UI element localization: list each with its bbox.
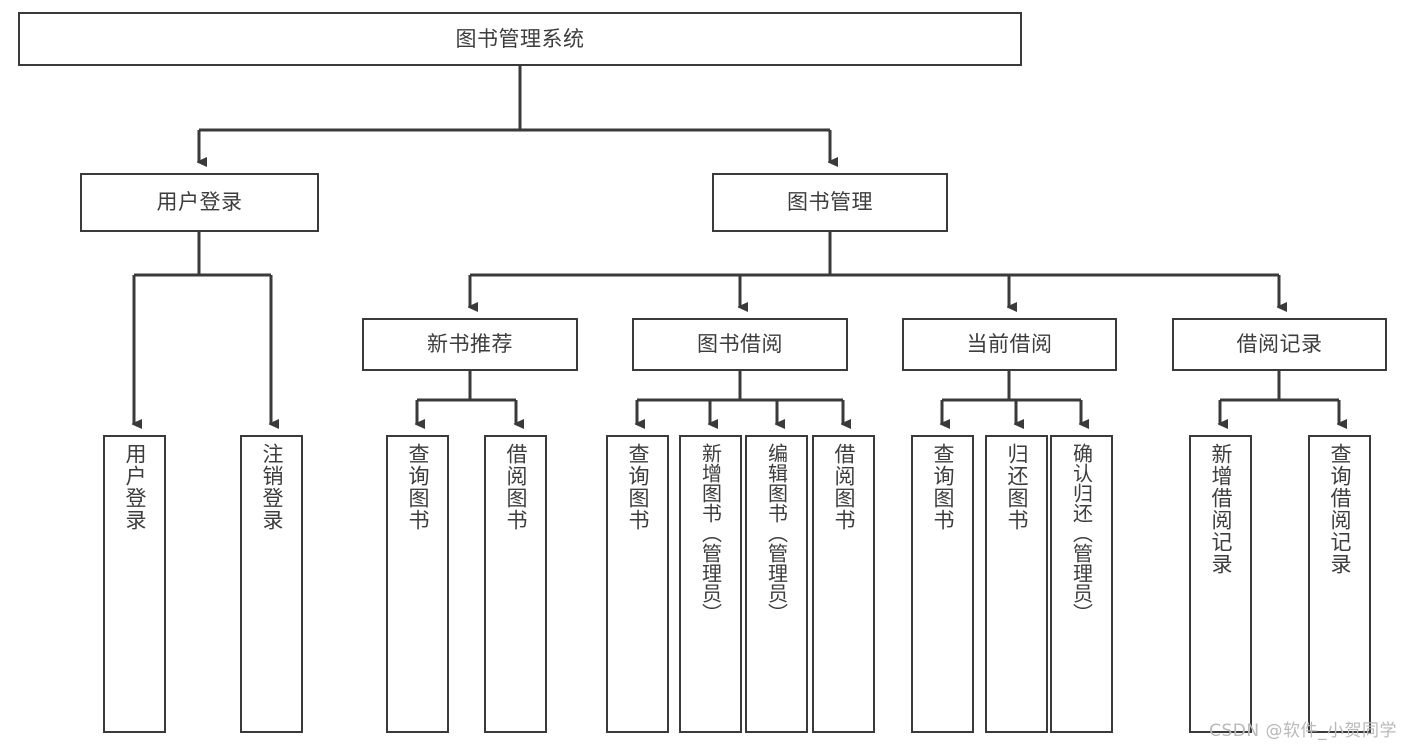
- leaf-confirm-return-admin[interactable]: 确认归还（管理员）: [1050, 435, 1113, 733]
- node-root[interactable]: 图书管理系统: [18, 12, 1022, 66]
- leaf-query-borrow-record-label: 查询借阅记录: [1327, 443, 1352, 575]
- leaf-user-login[interactable]: 用户登录: [103, 435, 166, 733]
- leaf-query-book-label: 查询图书: [625, 443, 650, 531]
- watermark-text: CSDN @软件_小贺同学: [1209, 721, 1397, 741]
- leaf-edit-book-admin[interactable]: 编辑图书（管理员）: [745, 435, 808, 733]
- leaf-query-book-recommend[interactable]: 查询图书: [386, 435, 449, 733]
- node-user-login[interactable]: 用户登录: [80, 173, 319, 232]
- node-root-label: 图书管理系统: [455, 26, 585, 51]
- leaf-query-book-current[interactable]: 查询图书: [911, 435, 974, 733]
- leaf-edit-book-admin-label: 编辑图书（管理员）: [764, 443, 789, 623]
- node-borrow-record-label: 借阅记录: [1236, 332, 1323, 356]
- leaf-confirm-return-admin-label: 确认归还（管理员）: [1069, 443, 1094, 623]
- leaf-add-book-admin-label: 新增图书（管理员）: [698, 443, 723, 623]
- leaf-borrow-book-recommend[interactable]: 借阅图书: [484, 435, 547, 733]
- leaf-borrow-book-recommend-label: 借阅图书: [503, 443, 528, 531]
- node-book-management-label: 图书管理: [787, 190, 873, 214]
- node-borrow-record[interactable]: 借阅记录: [1172, 318, 1387, 371]
- node-new-book-recommend-label: 新书推荐: [427, 332, 513, 356]
- leaf-add-book-admin[interactable]: 新增图书（管理员）: [679, 435, 742, 733]
- leaf-borrow-book[interactable]: 借阅图书: [812, 435, 875, 733]
- node-new-book-recommend[interactable]: 新书推荐: [362, 318, 578, 371]
- leaf-borrow-book-label: 借阅图书: [831, 443, 856, 531]
- node-current-borrow[interactable]: 当前借阅: [902, 318, 1117, 371]
- leaf-query-borrow-record[interactable]: 查询借阅记录: [1308, 435, 1371, 733]
- leaf-query-book[interactable]: 查询图书: [606, 435, 669, 733]
- leaf-return-book[interactable]: 归还图书: [985, 435, 1048, 733]
- node-user-login-label: 用户登录: [156, 190, 243, 214]
- node-book-management[interactable]: 图书管理: [712, 173, 948, 232]
- leaf-query-book-current-label: 查询图书: [930, 443, 955, 531]
- leaf-user-login-label: 用户登录: [122, 443, 147, 531]
- leaf-add-borrow-record[interactable]: 新增借阅记录: [1189, 435, 1252, 733]
- node-book-borrow-label: 图书借阅: [697, 332, 783, 356]
- leaf-add-borrow-record-label: 新增借阅记录: [1208, 443, 1233, 575]
- leaf-user-logout-label: 注销登录: [259, 443, 284, 531]
- leaf-user-logout[interactable]: 注销登录: [240, 435, 303, 733]
- node-current-borrow-label: 当前借阅: [966, 332, 1053, 356]
- node-book-borrow[interactable]: 图书借阅: [632, 318, 848, 371]
- leaf-query-book-recommend-label: 查询图书: [405, 443, 430, 531]
- leaf-return-book-label: 归还图书: [1004, 443, 1029, 531]
